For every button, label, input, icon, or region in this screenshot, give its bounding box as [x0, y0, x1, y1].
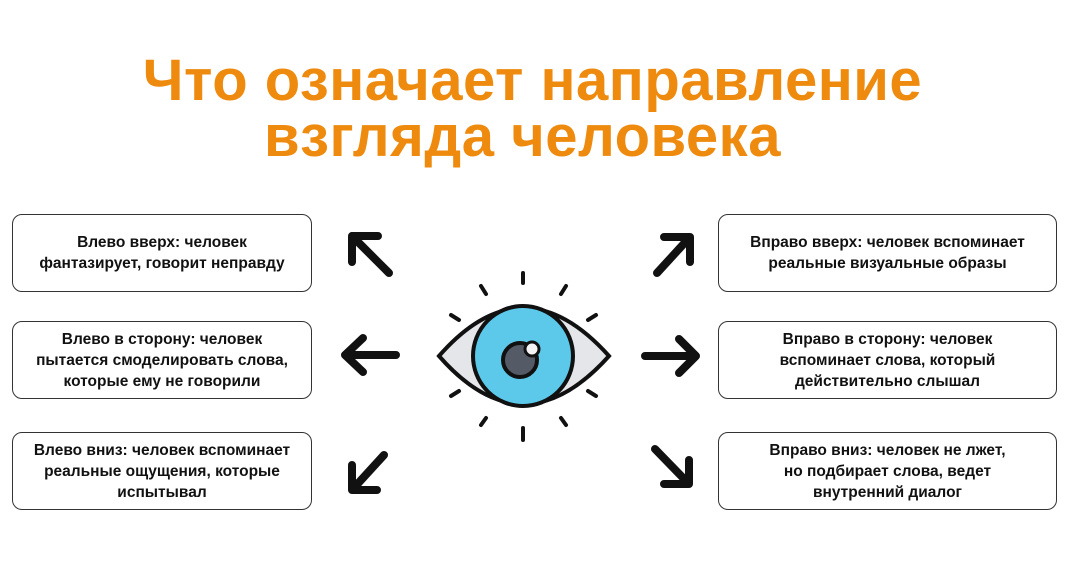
arrow-left-icon: [341, 334, 400, 376]
arrow-down-right-icon: [651, 445, 693, 488]
right-up-text: Вправо вверх: человек вспоминает реальны…: [750, 234, 1025, 272]
page-title-line-1: Что означает направление: [142, 48, 923, 113]
left-side-text: Влево в сторону: человек пытается смодел…: [36, 330, 288, 390]
right-side-box: Вправо в сторону: человек вспоминает сло…: [718, 321, 1057, 399]
arrow-down-left-icon: [348, 451, 388, 494]
eye-icon: [436, 271, 612, 442]
eye-rays: [449, 271, 598, 442]
right-up-box: Вправо вверх: человек вспоминает реальны…: [718, 214, 1057, 292]
arrow-up-right-icon: [653, 233, 694, 277]
right-side-text: Вправо в сторону: человек вспоминает сло…: [779, 330, 996, 390]
left-side-box: Влево в сторону: человек пытается смодел…: [12, 321, 312, 399]
left-up-text: Влево вверх: человек фантазирует, говори…: [39, 234, 285, 272]
left-up-box: Влево вверх: человек фантазирует, говори…: [12, 214, 312, 292]
right-down-text: Вправо вниз: человек не лжет, но подбира…: [769, 441, 1006, 501]
arrow-up-left-icon: [348, 232, 393, 277]
left-down-text: Влево вниз: человек вспоминает реальные …: [33, 441, 291, 501]
left-down-box: Влево вниз: человек вспоминает реальные …: [12, 432, 312, 510]
arrow-right-icon: [641, 335, 700, 377]
page-title-line-2: взгляда человека: [264, 104, 781, 169]
right-down-box: Вправо вниз: человек не лжет, но подбира…: [718, 432, 1057, 510]
